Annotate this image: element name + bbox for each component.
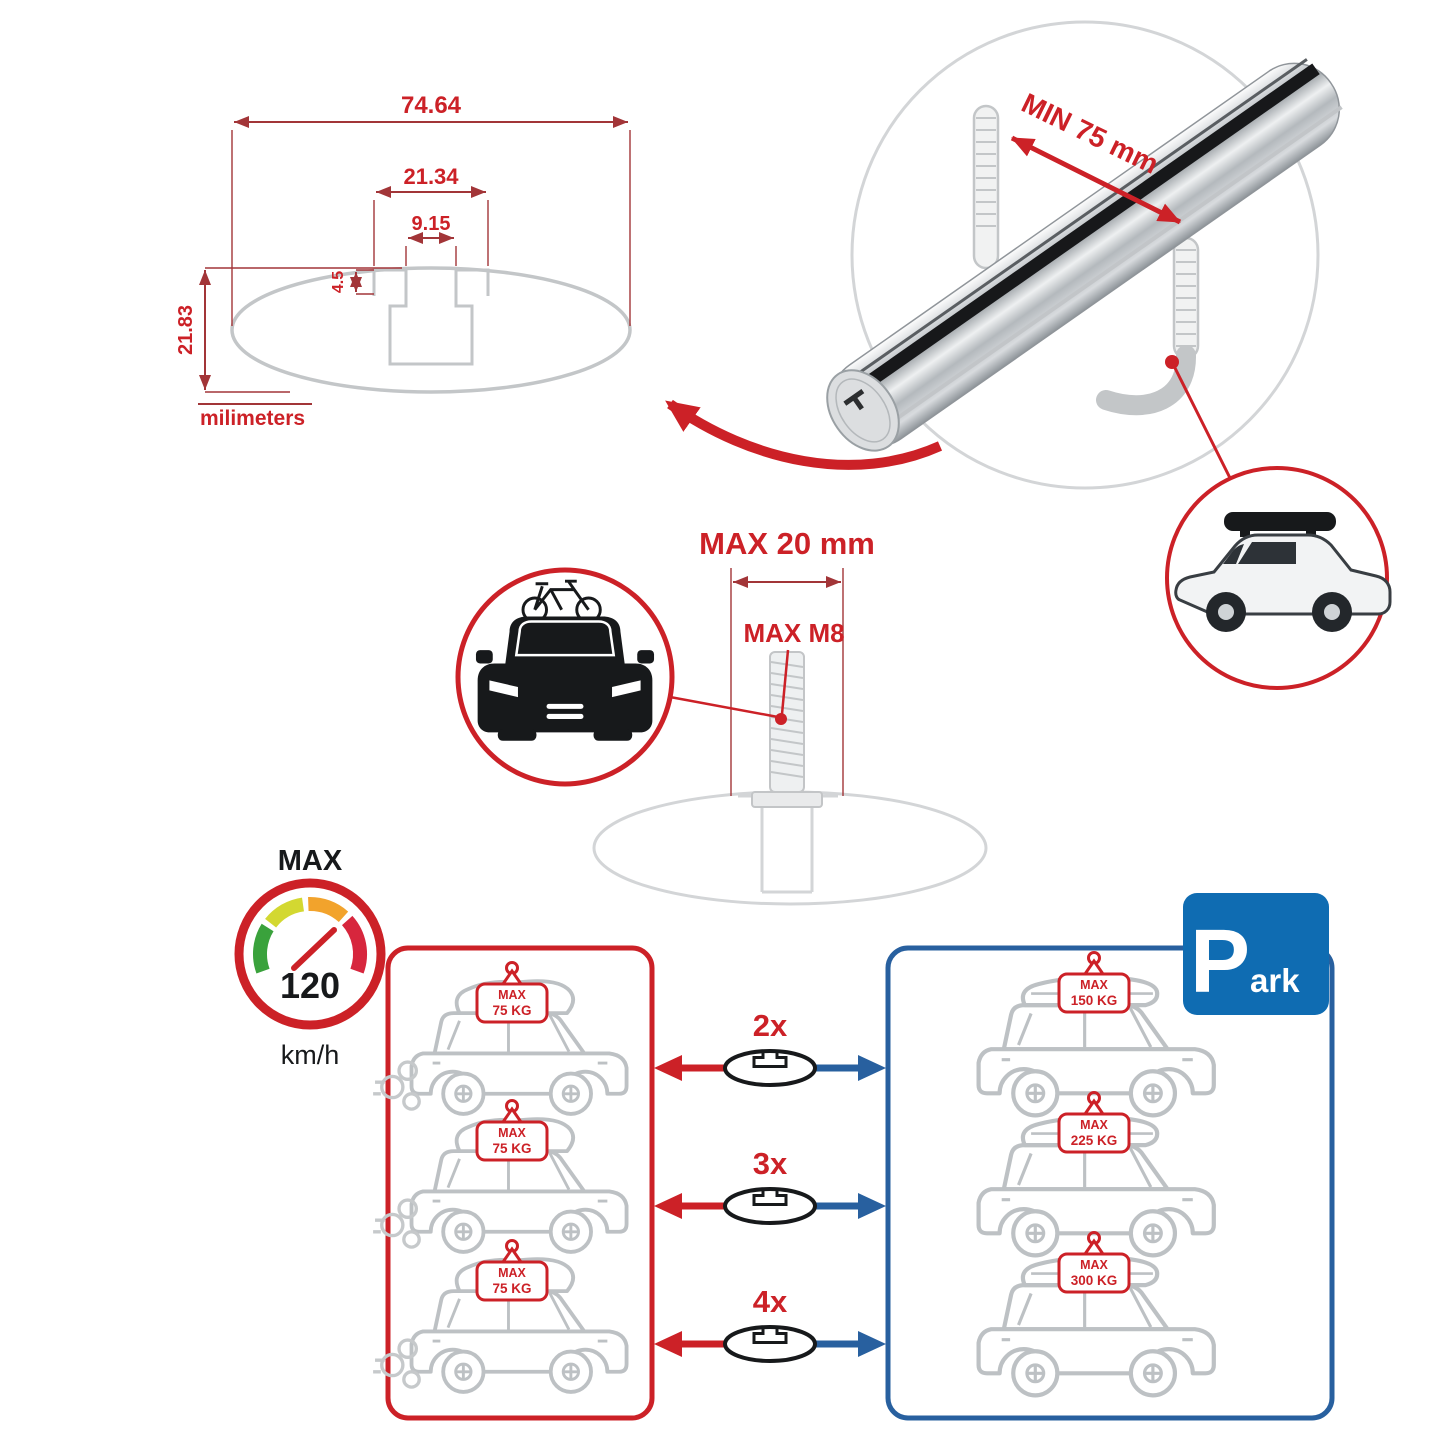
suv-roofbox-badge	[1165, 466, 1392, 690]
weight-tag: MAX 150 KG	[1057, 951, 1131, 1014]
speed-max-label: MAX	[278, 845, 343, 877]
dim-slot-depth: 4.5	[330, 271, 347, 293]
svg-text:MAX: MAX	[1080, 1118, 1108, 1132]
crossbar-detail: MIN 75 mm	[665, 20, 1392, 690]
car-front-bike-badge	[455, 567, 675, 787]
callout-dot	[1165, 355, 1179, 369]
dim-total-width: 74.64	[401, 92, 462, 119]
svg-text:225 KG: 225 KG	[1071, 1133, 1118, 1148]
crossbar-photo	[826, 58, 1343, 452]
bolt-detail: MAX 20 mm MAX M8	[455, 526, 988, 906]
svg-text:MAX: MAX	[498, 988, 526, 1002]
weight-tag: MAX 225 KG	[1057, 1091, 1131, 1154]
crossbar-count-arrow	[652, 1325, 888, 1363]
svg-text:75 KG: 75 KG	[492, 1281, 531, 1296]
speed-unit: km/h	[281, 1040, 340, 1070]
dim-total-height: 21.83	[175, 305, 197, 355]
pointer-arrow	[665, 399, 943, 470]
weight-tag: MAX 75 KG	[475, 1239, 549, 1302]
bolt-max-length-label: MAX 20 mm	[699, 526, 875, 561]
svg-text:MAX: MAX	[1080, 1258, 1108, 1272]
dim-slot-outer: 21.34	[403, 164, 459, 189]
capacity-section: MAX 120 km/h P ark MAX 75	[234, 845, 1335, 1421]
bolt-icon	[751, 651, 823, 808]
park-letter: P	[1190, 912, 1250, 1012]
parked-capacity-box	[885, 945, 1335, 1421]
speed-value: 120	[280, 965, 340, 1006]
profile-dimension-diagram: 74.64 21.34 9.15 4.5 21.83 milimeters	[175, 92, 632, 430]
clamp-hook-icon	[1096, 345, 1197, 416]
speedometer-icon: 120	[234, 878, 386, 1030]
weight-tag: MAX 75 KG	[475, 1099, 549, 1162]
thread-dot	[775, 713, 787, 725]
multiplier-label: 4x	[753, 1284, 788, 1319]
suv-with-roofbox-icon	[1174, 512, 1392, 632]
dim-slot-inner: 9.15	[412, 213, 451, 235]
crossbar-count-arrow	[652, 1187, 888, 1225]
detail-circle	[850, 20, 1320, 490]
bolt-max-thread-label: MAX M8	[743, 618, 844, 648]
weight-tag: MAX 75 KG	[475, 961, 549, 1024]
park-sign: P ark	[1183, 893, 1329, 1015]
svg-text:MAX: MAX	[498, 1126, 526, 1140]
callout-line	[1170, 361, 1232, 479]
dimension-lines	[198, 115, 631, 405]
svg-text:75 KG: 75 KG	[492, 1141, 531, 1156]
dim-units-label: milimeters	[200, 407, 305, 430]
badge-leader-line	[669, 695, 779, 719]
weight-tag: MAX 300 KG	[1057, 1231, 1131, 1294]
min-grip-label: MIN 75 mm	[1017, 87, 1163, 180]
min-grip-arrow	[1010, 135, 1182, 225]
svg-text:300 KG: 300 KG	[1071, 1273, 1118, 1288]
multiplier-label: 3x	[753, 1146, 788, 1181]
driving-capacity-box	[385, 945, 655, 1421]
svg-text:MAX: MAX	[498, 1266, 526, 1280]
thread-leader-line	[780, 649, 790, 715]
multiplier-label: 2x	[753, 1008, 788, 1043]
svg-text:MAX: MAX	[1080, 978, 1108, 992]
crossbar-count-arrow	[652, 1049, 888, 1087]
svg-text:75 KG: 75 KG	[492, 1003, 531, 1018]
park-rest: ark	[1250, 962, 1300, 999]
svg-text:150 KG: 150 KG	[1071, 993, 1118, 1008]
crossbar-profile-outline	[230, 266, 632, 394]
car-front-icon	[475, 616, 655, 741]
